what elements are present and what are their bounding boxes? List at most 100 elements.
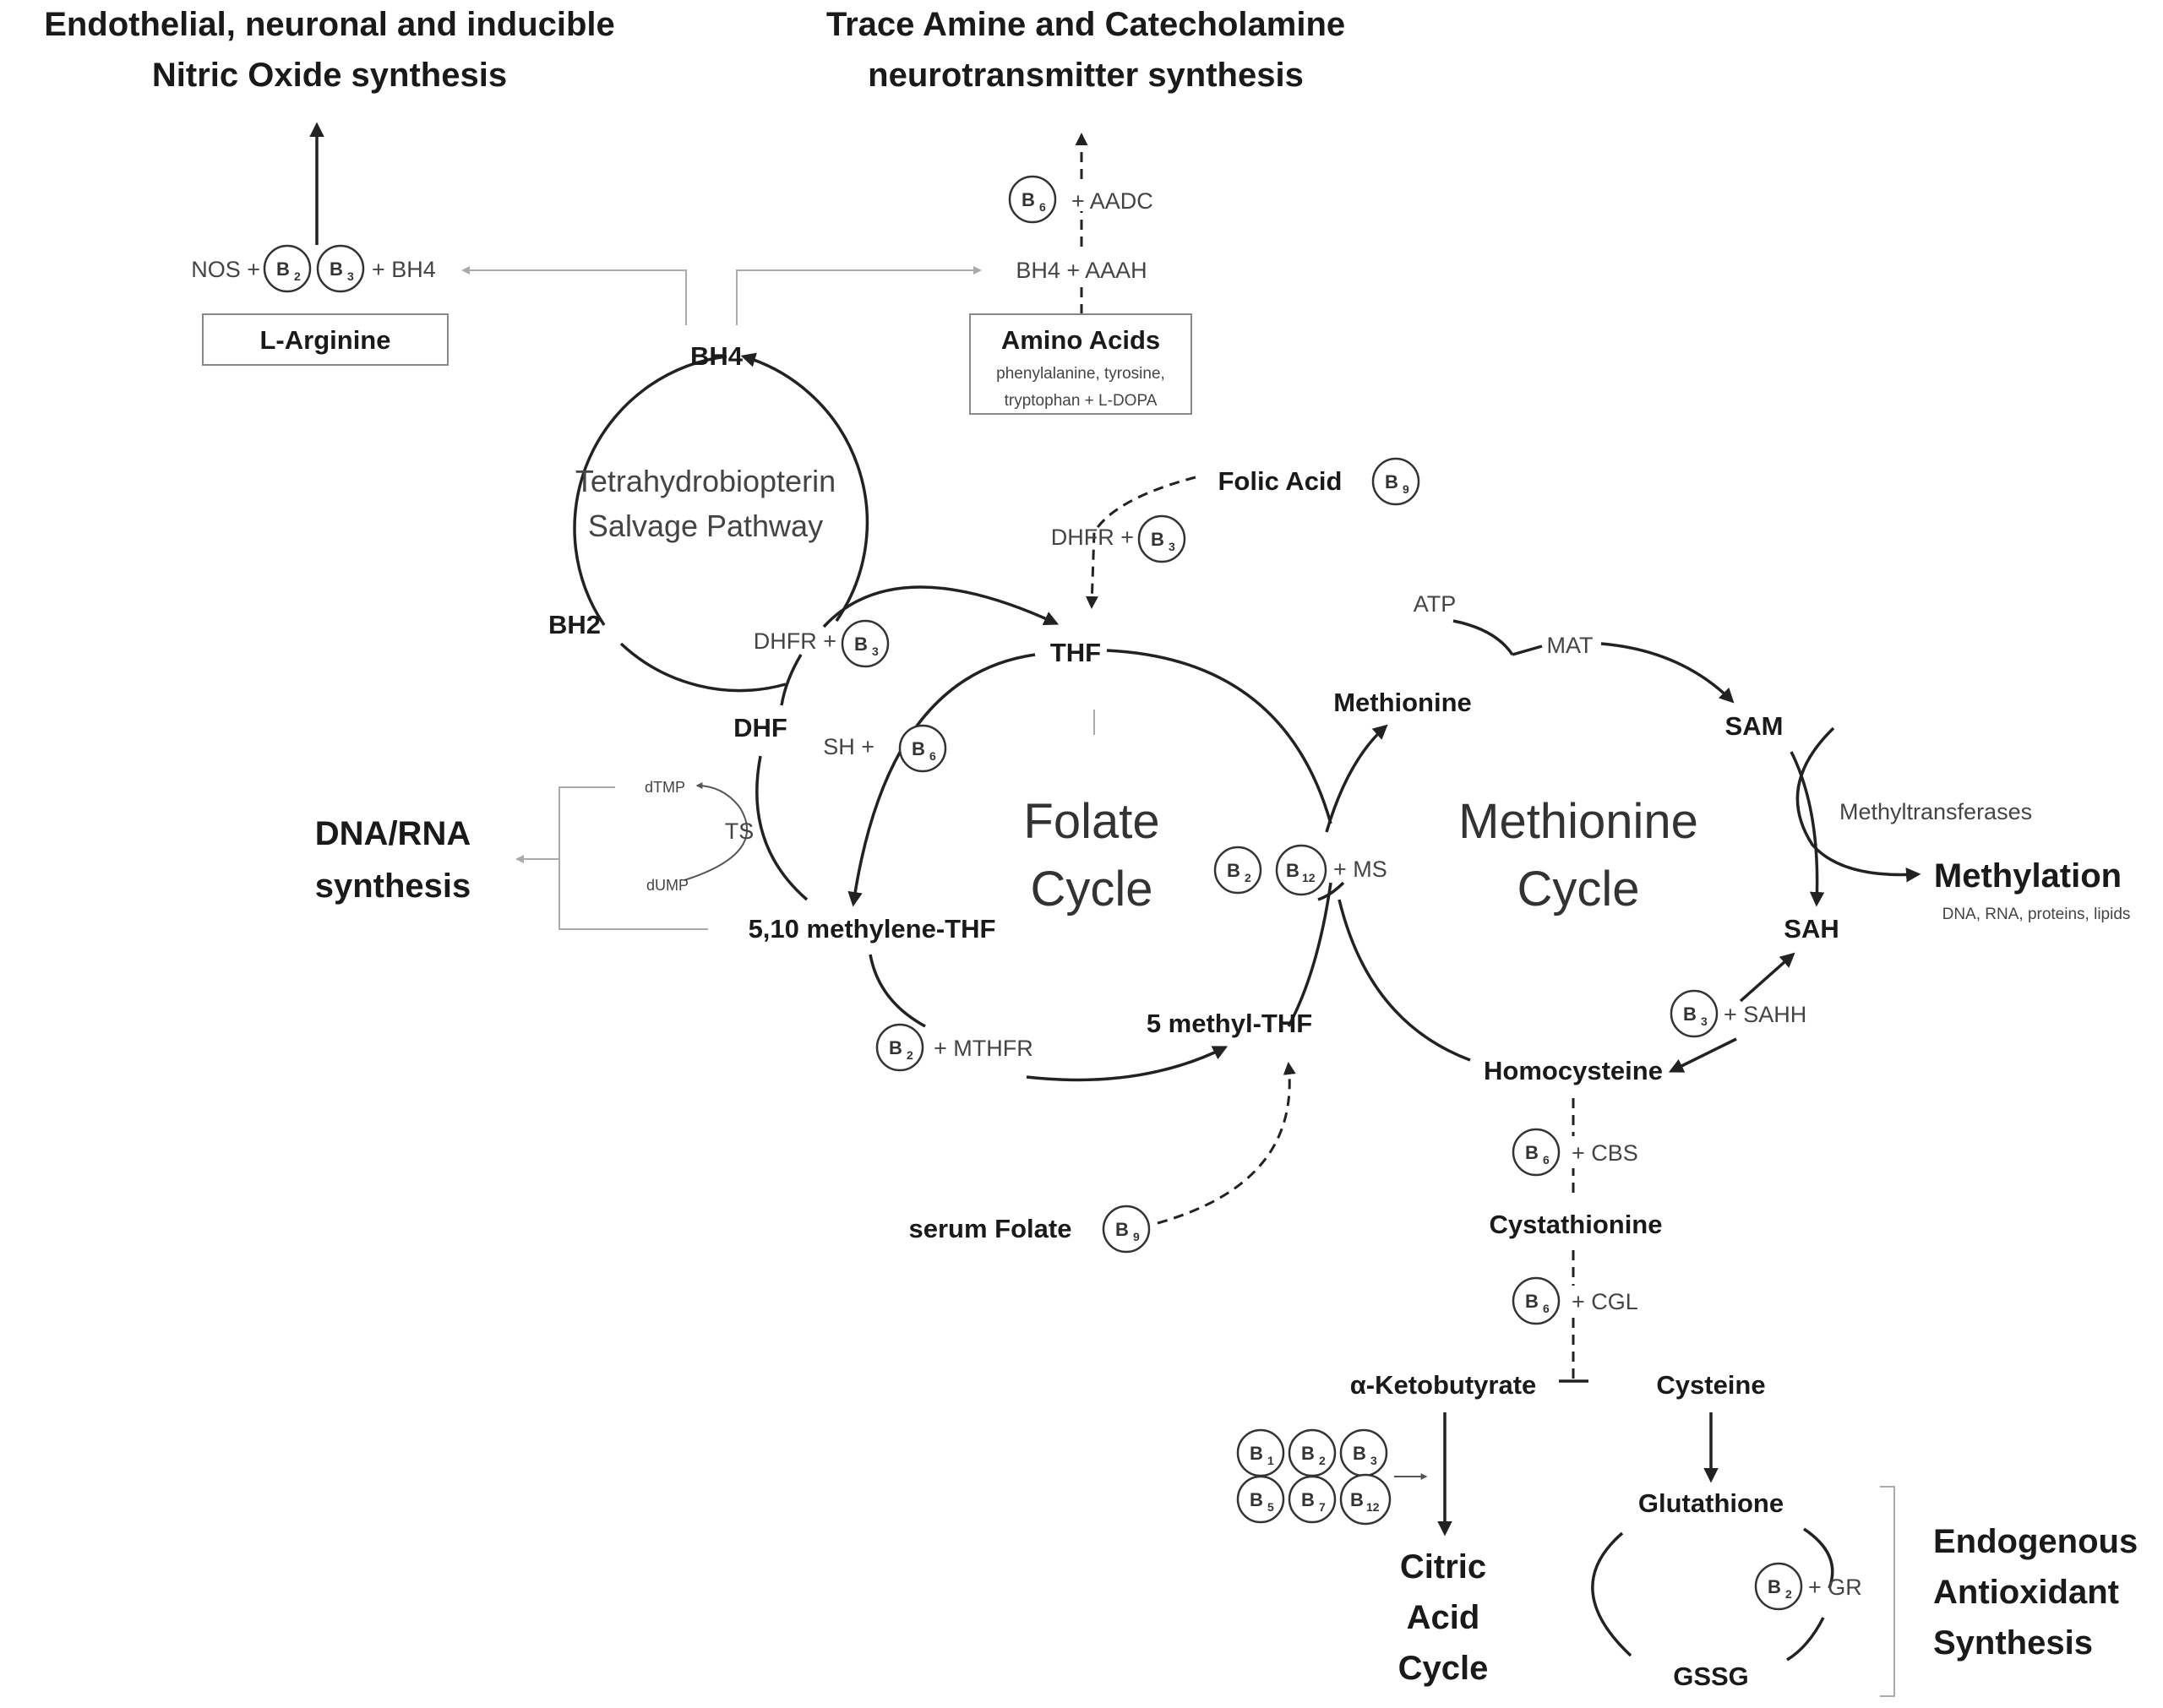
node-glutathione: Glutathione	[1638, 1488, 1784, 1518]
node-gssg: GSSG	[1673, 1662, 1749, 1691]
vitamin-b3-icon: B 3	[1339, 1428, 1388, 1477]
svg-text:B: B	[1151, 529, 1164, 550]
gssg-right-arc	[1786, 1617, 1825, 1662]
svg-text:B: B	[1301, 1443, 1315, 1464]
vitamin-b1-icon: B 1	[1236, 1428, 1285, 1477]
glutathione-right-arc	[1803, 1527, 1834, 1589]
cbs-label: + CBS	[1572, 1140, 1638, 1166]
svg-text:2: 2	[1319, 1454, 1326, 1467]
svg-text:3: 3	[1701, 1014, 1708, 1028]
bh4-aaah-label: BH4 + AAAH	[1016, 258, 1147, 283]
vitamin-b12-icon: B 12	[1275, 844, 1327, 896]
svg-text:B: B	[889, 1037, 902, 1058]
sahh-to-homocysteine-arrow	[1668, 1037, 1737, 1073]
bh4-to-aaah-line	[736, 266, 982, 325]
node-serum-folate: serum Folate	[909, 1214, 1072, 1243]
svg-text:B: B	[1115, 1219, 1129, 1240]
sam-to-sah-arrow	[1790, 751, 1825, 907]
vitamin-b2-icon: B 2	[1213, 846, 1262, 895]
folate-cycle-line2: Cycle	[1030, 862, 1152, 917]
thf-to-dhf-arc	[780, 654, 803, 706]
amino-acids-detail-1: phenylalanine, tyrosine,	[996, 365, 1165, 383]
vitamin-b6-icon: B 6	[1008, 175, 1057, 224]
dna-rna-line1: DNA/RNA	[315, 815, 471, 852]
methyltransferases-label: Methyltransferases	[1839, 799, 2032, 824]
dna-rna-line2: synthesis	[315, 868, 471, 905]
vitamin-b3-icon: B 3	[1670, 989, 1719, 1038]
vitamin-b9-icon: B 9	[1102, 1205, 1151, 1254]
svg-text:3: 3	[347, 269, 354, 283]
salvage-label-line1: Tetrahydrobiopterin	[575, 464, 836, 498]
vitamin-b5-icon: B 5	[1236, 1475, 1285, 1524]
antioxidant-line1: Endogenous	[1933, 1523, 2138, 1560]
svg-text:B: B	[1227, 860, 1240, 881]
svg-text:B: B	[276, 258, 290, 280]
nos-title-line2: Nitric Oxide synthesis	[152, 57, 507, 94]
aadc-label: + AADC	[1071, 188, 1153, 214]
nos-bh4-label: + BH4	[372, 257, 436, 282]
vitamin-b2-icon: B 2	[1754, 1562, 1803, 1611]
svg-text:B: B	[1683, 1004, 1697, 1025]
svg-text:2: 2	[1245, 871, 1251, 884]
amino-acids-detail-2: tryptophan + L-DOPA	[1005, 392, 1158, 410]
ms-left-arc	[1317, 881, 1345, 901]
svg-text:B: B	[1301, 1489, 1315, 1510]
node-bh2: BH2	[548, 610, 601, 639]
gr-label: + GR	[1808, 1575, 1862, 1600]
methylene-to-methylthf-left	[869, 954, 926, 1028]
node-sah: SAH	[1784, 914, 1839, 944]
methylene-to-methylthf-arrow	[1026, 1046, 1229, 1082]
ts-label: TS	[725, 819, 755, 844]
folate-top-arc	[1106, 649, 1332, 824]
svg-text:2: 2	[294, 269, 301, 283]
svg-text:B: B	[1350, 1489, 1364, 1510]
vitamin-b6-icon: B 6	[1512, 1276, 1561, 1325]
salvage-left-arc	[573, 355, 727, 626]
svg-text:6: 6	[929, 749, 936, 763]
dhfr-folic-label: DHFR +	[1051, 525, 1134, 550]
node-ketobutyrate: α-Ketobutyrate	[1350, 1370, 1537, 1400]
mat-label: MAT	[1547, 633, 1594, 658]
svg-text:2: 2	[1785, 1587, 1792, 1601]
node-homocysteine: Homocysteine	[1484, 1056, 1663, 1085]
bh4-to-nos-line	[461, 266, 687, 325]
methionine-to-sam-arrow	[1512, 642, 1732, 701]
svg-text:B: B	[1286, 860, 1299, 881]
methionine-cycle-line2: Cycle	[1517, 862, 1639, 917]
antioxidant-bracket	[1880, 1486, 1895, 1697]
svg-text:B: B	[1250, 1443, 1263, 1464]
vitamin-b2-icon: B 2	[1288, 1428, 1337, 1477]
svg-text:B: B	[1353, 1443, 1366, 1464]
svg-text:6: 6	[1543, 1302, 1550, 1315]
salvage-label-line2: Salvage Pathway	[588, 509, 823, 543]
svg-text:12: 12	[1302, 871, 1316, 884]
ms-to-methionine-arrow	[1325, 724, 1388, 833]
serum-to-methylthf-arrow	[1157, 1062, 1296, 1225]
node-methylation: Methylation	[1934, 857, 2122, 895]
bh2-to-thf-arrow	[822, 585, 1060, 628]
salvage-bottom-arc	[619, 642, 787, 693]
antioxidant-line3: Synthesis	[1933, 1624, 2093, 1662]
svg-text:B: B	[912, 738, 925, 759]
svg-text:B: B	[1022, 189, 1035, 210]
amino-acids-box	[969, 313, 1192, 415]
svg-text:2: 2	[907, 1048, 913, 1062]
atp-label: ATP	[1414, 591, 1457, 617]
dna-rna-bracket	[558, 786, 708, 930]
folate-right-arc	[1287, 882, 1332, 1027]
node-dhf: DHF	[733, 713, 787, 742]
vitamin-b7-icon: B 7	[1288, 1475, 1337, 1524]
svg-text:3: 3	[872, 645, 879, 658]
node-cysteine: Cysteine	[1656, 1370, 1765, 1400]
l-arginine-box	[202, 313, 449, 366]
methylation-targets: DNA, RNA, proteins, lipids	[1942, 906, 2131, 923]
svg-text:12: 12	[1366, 1500, 1380, 1514]
dump-label: dUMP	[646, 877, 689, 894]
atp-in-arc	[1452, 619, 1514, 655]
svg-text:7: 7	[1319, 1500, 1326, 1514]
vitamin-b2-icon: B 2	[263, 244, 312, 293]
ts-arc	[684, 782, 748, 881]
vitamin-b3-icon: B 3	[1137, 514, 1186, 563]
